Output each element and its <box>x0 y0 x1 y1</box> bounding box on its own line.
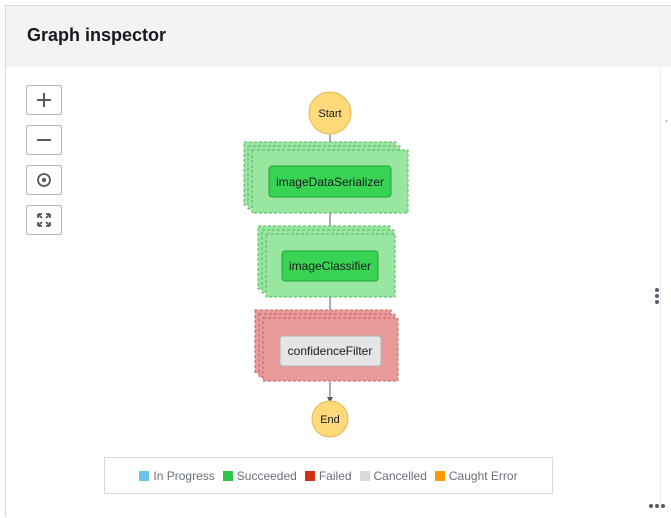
swatch-icon <box>434 470 445 481</box>
legend-label: Cancelled <box>373 468 427 483</box>
divider <box>660 65 661 512</box>
plus-icon <box>37 93 51 107</box>
swatch-icon <box>139 470 150 481</box>
zoom-out-button[interactable] <box>26 125 62 155</box>
state-node-imagedataserializer[interactable]: imageDataSerializer <box>243 141 409 214</box>
state-node-confidencefilter[interactable]: confidenceFilter <box>254 309 399 382</box>
minus-icon <box>37 139 51 141</box>
legend-item-failed: Failed <box>304 468 352 483</box>
legend-label: Succeeded <box>236 468 297 483</box>
more-options-icon[interactable] <box>649 504 665 508</box>
state-node-imageclassifier[interactable]: imageClassifier <box>257 225 396 298</box>
legend-item-succeeded: Succeeded <box>222 468 297 483</box>
center-button[interactable] <box>26 165 62 195</box>
state-label: imageClassifier <box>289 259 371 273</box>
start-label: Start <box>318 108 341 120</box>
vertical-resize-handle-icon[interactable] <box>655 288 661 306</box>
state-label: confidenceFilter <box>288 344 373 358</box>
legend-item-cancelled: Cancelled <box>359 468 427 483</box>
start-node[interactable]: Start <box>308 91 352 135</box>
panel-header: Graph inspector <box>6 6 671 66</box>
legend-item-in-progress: In Progress <box>139 468 215 483</box>
target-icon <box>37 173 51 187</box>
status-legend: In Progress Succeeded Failed Cancelled C… <box>104 457 553 494</box>
legend-item-caught-error: Caught Error <box>434 468 518 483</box>
swatch-icon <box>304 470 315 481</box>
tick-mark: ˙ <box>665 118 669 132</box>
state-label: imageDataSerializer <box>276 175 384 189</box>
zoom-in-button[interactable] <box>26 85 62 115</box>
expand-icon <box>37 213 51 227</box>
panel-title: Graph inspector <box>27 25 167 45</box>
swatch-icon <box>359 470 370 481</box>
legend-label: In Progress <box>153 468 215 483</box>
legend-label: Caught Error <box>448 468 518 483</box>
end-label: End <box>320 414 340 426</box>
fit-button[interactable] <box>26 205 62 235</box>
swatch-icon <box>222 470 233 481</box>
end-node[interactable]: End <box>311 400 349 438</box>
legend-label: Failed <box>318 468 352 483</box>
